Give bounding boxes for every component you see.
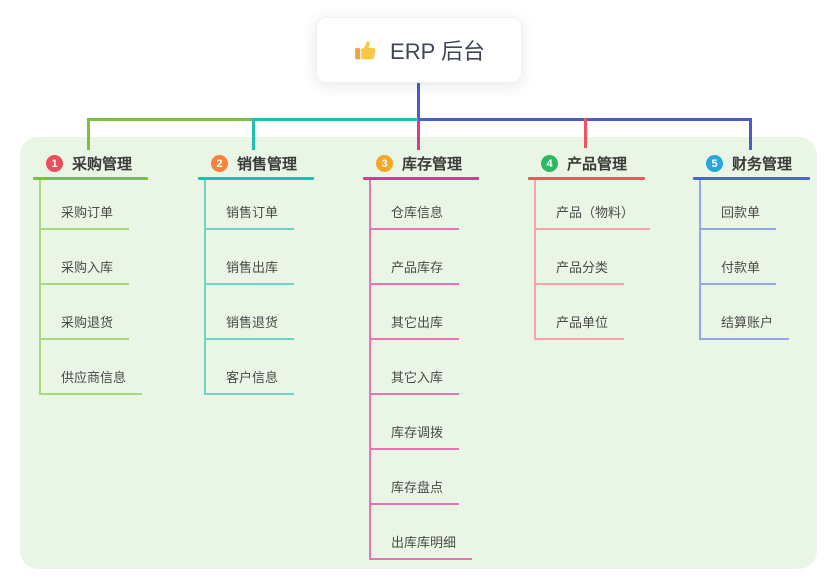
child-node-label: 库存调拨 [371,422,460,450]
connector-root-drop [417,83,420,118]
branch-header[interactable]: 2 销售管理 [198,150,314,177]
branch-number-badge: 4 [541,155,558,172]
child-node-label: 产品单位 [536,312,625,340]
child-node[interactable]: 库存调拨 [371,395,479,450]
root-title: ERP 后台 [390,39,485,64]
child-node[interactable]: 库存盘点 [371,450,479,505]
branch-children: 采购订单采购入库采购退货供应商信息 [39,180,148,395]
child-node-label: 产品（物料） [536,202,651,230]
branch-children: 回款单付款单结算账户 [699,180,810,340]
branch-sales: 2 销售管理 销售订单销售出库销售退货客户信息 [198,150,314,395]
child-node[interactable]: 销售订单 [206,180,314,230]
thumbs-up-icon [353,37,379,63]
connector-drop-branch4 [584,118,587,148]
child-node[interactable]: 采购入库 [41,230,148,285]
child-node[interactable]: 付款单 [701,230,810,285]
child-node-label: 结算账户 [701,312,790,340]
child-node-label: 销售出库 [206,257,295,285]
child-node-label: 采购订单 [41,202,130,230]
branch-number-badge: 1 [46,155,63,172]
child-node-label: 采购退货 [41,312,130,340]
branch-underline [693,177,810,180]
child-node[interactable]: 产品分类 [536,230,645,285]
branch-title: 产品管理 [567,156,628,173]
branch-header[interactable]: 5 财务管理 [693,150,810,177]
child-node[interactable]: 客户信息 [206,340,314,395]
child-node[interactable]: 产品（物料） [536,180,651,230]
child-node[interactable]: 其它入库 [371,340,479,395]
connector-drop-branch2 [252,118,255,150]
child-node-label: 回款单 [701,202,777,230]
child-node[interactable]: 其它出库 [371,285,479,340]
child-node-label: 仓库信息 [371,202,460,230]
child-node-label: 库存盘点 [371,477,460,505]
child-node[interactable]: 产品库存 [371,230,479,285]
branch-header[interactable]: 1 采购管理 [33,150,148,177]
branch-number-badge: 3 [376,155,393,172]
child-node[interactable]: 采购订单 [41,180,148,230]
child-node-label: 客户信息 [206,367,295,395]
branch-title: 库存管理 [402,156,463,173]
child-node[interactable]: 销售出库 [206,230,314,285]
child-node[interactable]: 仓库信息 [371,180,479,230]
branch-underline [363,177,479,180]
child-node[interactable]: 结算账户 [701,285,810,340]
child-node-label: 出库库明细 [371,532,473,560]
child-node-label: 销售退货 [206,312,295,340]
child-node[interactable]: 回款单 [701,180,810,230]
branch-number-badge: 2 [211,155,228,172]
child-node[interactable]: 出库库明细 [371,505,479,560]
connector-horizontal-mid [253,118,418,121]
branches-panel [20,137,817,569]
child-node-label: 付款单 [701,257,777,285]
branch-purchase: 1 采购管理 采购订单采购入库采购退货供应商信息 [33,150,148,395]
child-node-label: 采购入库 [41,257,130,285]
branch-underline [198,177,314,180]
branch-children: 仓库信息产品库存其它出库其它入库库存调拨库存盘点出库库明细 [369,180,479,560]
connector-horizontal-left [87,118,253,121]
branch-children: 销售订单销售出库销售退货客户信息 [204,180,314,395]
branch-underline [33,177,148,180]
branch-title: 财务管理 [732,156,793,173]
branch-finance: 5 财务管理 回款单付款单结算账户 [693,150,810,340]
branch-product: 4 产品管理 产品（物料） 产品分类产品单位 [528,150,651,340]
child-node-label: 销售订单 [206,202,295,230]
child-node-label: 产品分类 [536,257,625,285]
connector-drop-branch1 [87,118,90,150]
branch-header[interactable]: 3 库存管理 [363,150,479,177]
root-node[interactable]: ERP 后台 [316,17,522,83]
child-node[interactable]: 销售退货 [206,285,314,340]
child-node-label: 其它入库 [371,367,460,395]
branch-title: 销售管理 [237,156,298,173]
branch-inventory: 3 库存管理 仓库信息产品库存其它出库其它入库库存调拨库存盘点出库库明细 [363,150,479,560]
branch-header[interactable]: 4 产品管理 [528,150,645,177]
branch-underline [528,177,645,180]
connector-drop-branch3 [417,121,420,150]
child-node[interactable]: 供应商信息 [41,340,148,395]
branch-children: 产品（物料） 产品分类产品单位 [534,180,651,340]
child-node[interactable]: 采购退货 [41,285,148,340]
child-node-label: 产品库存 [371,257,460,285]
child-node-label: 其它出库 [371,312,460,340]
branch-title: 采购管理 [72,156,133,173]
child-node[interactable]: 产品单位 [536,285,645,340]
branch-number-badge: 5 [706,155,723,172]
child-node-label: 供应商信息 [41,367,143,395]
connector-drop-branch5 [749,118,752,150]
